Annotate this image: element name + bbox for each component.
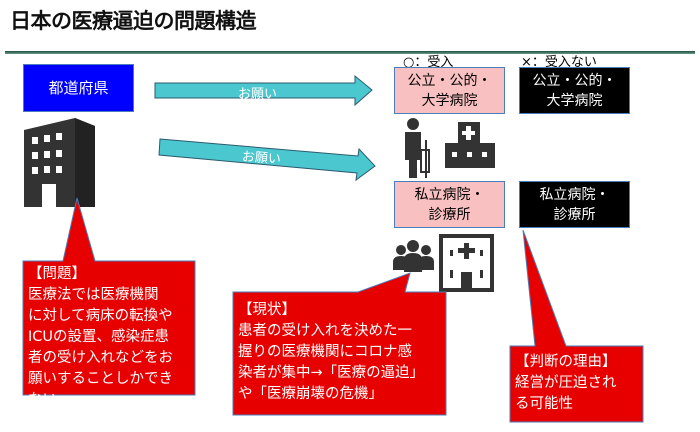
accept-public-hospital-box: 公立・公的・ 大学病院 xyxy=(394,67,505,114)
hospital-icon xyxy=(445,122,495,168)
current-callout-shape xyxy=(232,272,447,416)
reason-callout-text: 【判断の理由】 経営が圧迫され る可能性 xyxy=(515,354,617,412)
request-label-2: お願い xyxy=(241,149,282,168)
accept-legend: ○：受入 xyxy=(403,55,454,70)
clinic-building-icon xyxy=(439,234,494,292)
problem-callout-shape xyxy=(22,197,196,396)
request-arrow-1 xyxy=(154,74,373,107)
accept-private-hospital-box: 私立病院・ 診療所 xyxy=(394,181,505,228)
request-label-1: お願い xyxy=(238,87,278,102)
request-arrow-2 xyxy=(158,138,376,182)
reason-callout-shape xyxy=(509,229,644,423)
prefecture-box: 都道府県 xyxy=(23,64,134,112)
reject-public-hospital-box: 公立・公的・ 大学病院 xyxy=(519,67,630,114)
office-building-icon xyxy=(24,118,95,207)
page-title: 日本の医療逼迫の問題構造 xyxy=(10,9,257,33)
problem-callout-text: 【問題】 医療法では医療機関 に対して病床の転換や ICUの設置、感染症患 者の… xyxy=(28,266,173,408)
current-callout-text: 【現状】 患者の受け入れを決めた一 握りの医療機関にコロナ感 染者が集中→「医療… xyxy=(238,302,425,402)
title-divider xyxy=(5,51,695,54)
reject-private-hospital-box: 私立病院・ 診療所 xyxy=(519,181,630,228)
people-group-icon xyxy=(393,240,434,272)
patient-icon xyxy=(405,118,430,178)
reject-legend: ×：受入ない xyxy=(521,55,597,70)
